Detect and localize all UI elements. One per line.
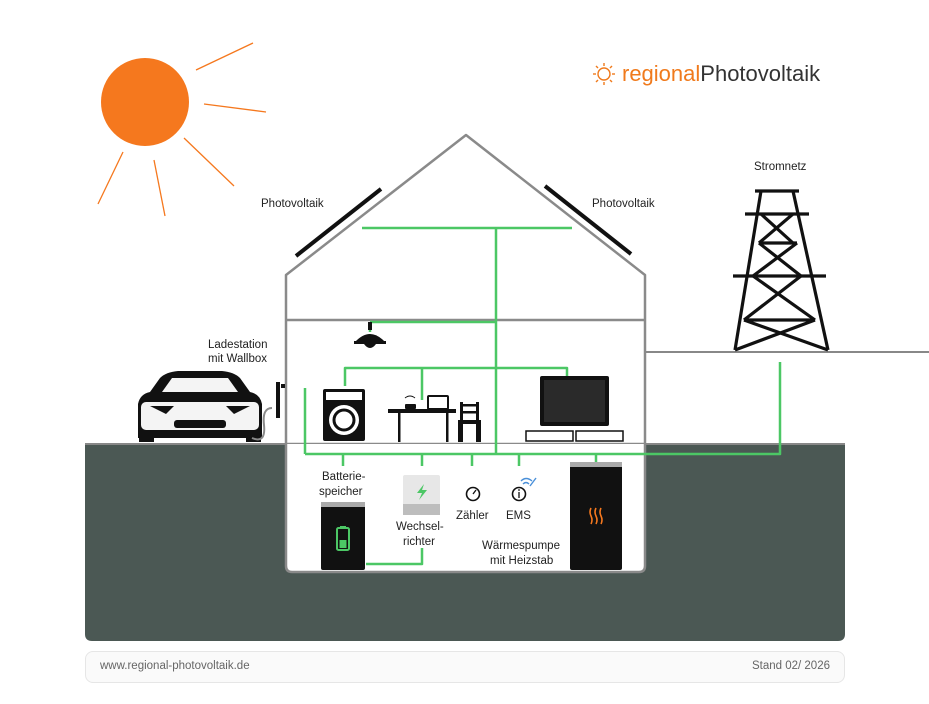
footer-bar: www.regional-photovoltaik.de Stand 02/ 2… <box>85 651 845 683</box>
label-inverter-1: Wechsel- <box>396 521 444 533</box>
lamp-icon <box>354 322 386 348</box>
ems-icon <box>511 477 537 502</box>
label-ems: EMS <box>506 510 531 522</box>
desk-icon <box>388 395 456 442</box>
power-tower-icon <box>733 189 830 352</box>
label-pv-right: Photovoltaik <box>592 198 655 210</box>
heat-pump-icon <box>570 462 622 570</box>
sun-logo-icon <box>593 63 615 85</box>
label-battery-2: speicher <box>319 486 363 498</box>
label-grid: Stromnetz <box>754 161 807 173</box>
car-icon <box>138 371 262 442</box>
label-inverter-2: richter <box>403 536 435 548</box>
inverter-icon <box>403 475 440 515</box>
pv-panel-left <box>294 187 383 258</box>
label-wallbox-1: Ladestation <box>208 339 268 351</box>
pv-panel-right <box>543 184 633 256</box>
sun-icon <box>97 42 267 217</box>
label-wallbox-2: mit Wallbox <box>208 353 267 365</box>
chair-icon <box>458 402 481 442</box>
footer-url[interactable]: www.regional-photovoltaik.de <box>100 660 250 672</box>
brand-name-regional: regional <box>622 61 701 86</box>
tv-icon <box>525 376 624 442</box>
washing-machine-icon <box>323 389 365 441</box>
wiring <box>303 226 782 566</box>
label-heatpump-1: Wärmespumpe <box>482 540 560 552</box>
wallbox-icon <box>251 382 285 441</box>
battery-storage-icon <box>321 502 365 570</box>
label-pv-left: Photovoltaik <box>261 198 324 210</box>
brand-name-photovoltaik: Photovoltaik <box>700 61 821 86</box>
footer-date: Stand 02/ 2026 <box>751 660 830 672</box>
brand-logo: regional Photovoltaik <box>592 58 820 90</box>
label-heatpump-2: mit Heizstab <box>490 555 554 567</box>
label-meter: Zähler <box>456 510 489 522</box>
meter-icon <box>465 486 481 502</box>
label-battery-1: Batterie- <box>322 471 366 483</box>
basement <box>284 444 647 574</box>
